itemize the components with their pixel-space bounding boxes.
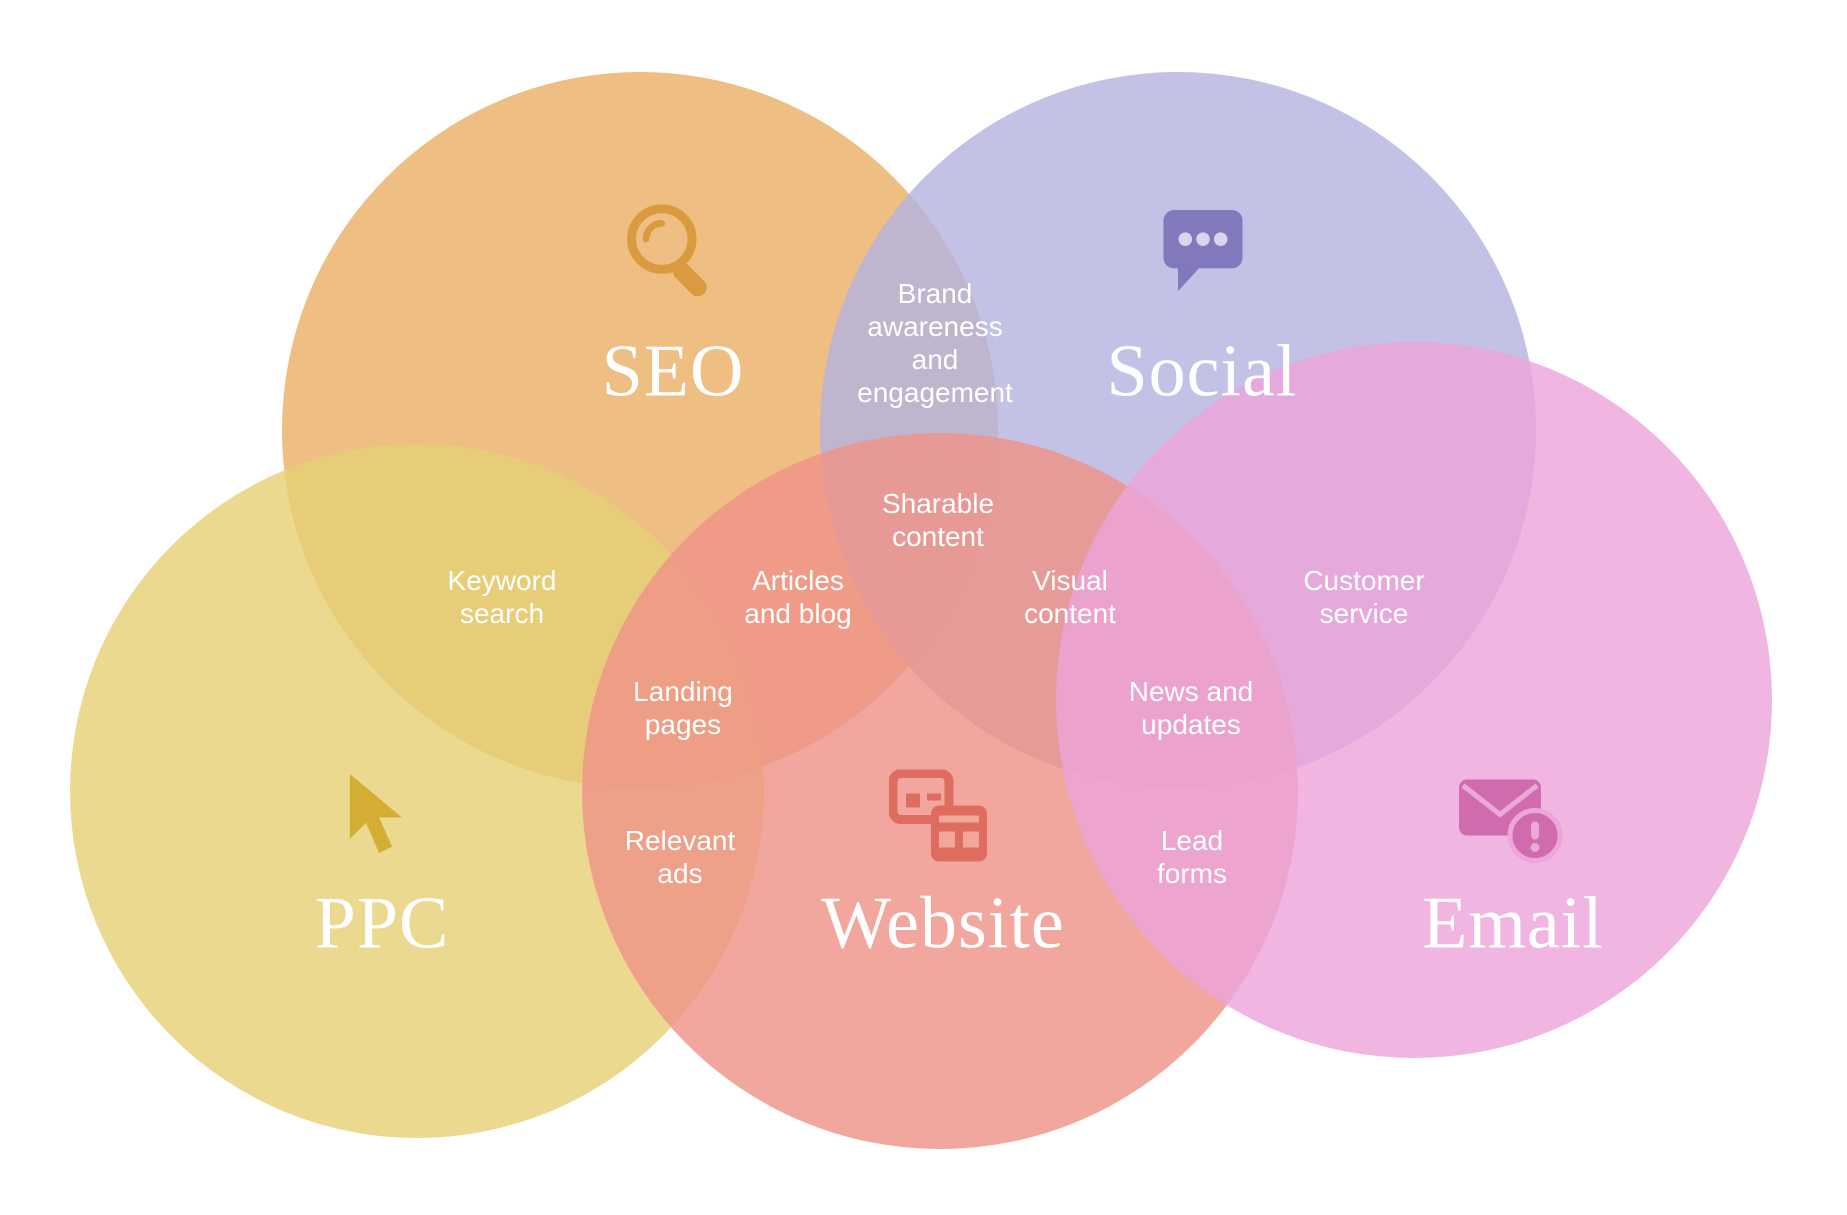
circle-ppc[interactable]	[70, 444, 764, 1138]
circle-email[interactable]	[1056, 342, 1772, 1058]
